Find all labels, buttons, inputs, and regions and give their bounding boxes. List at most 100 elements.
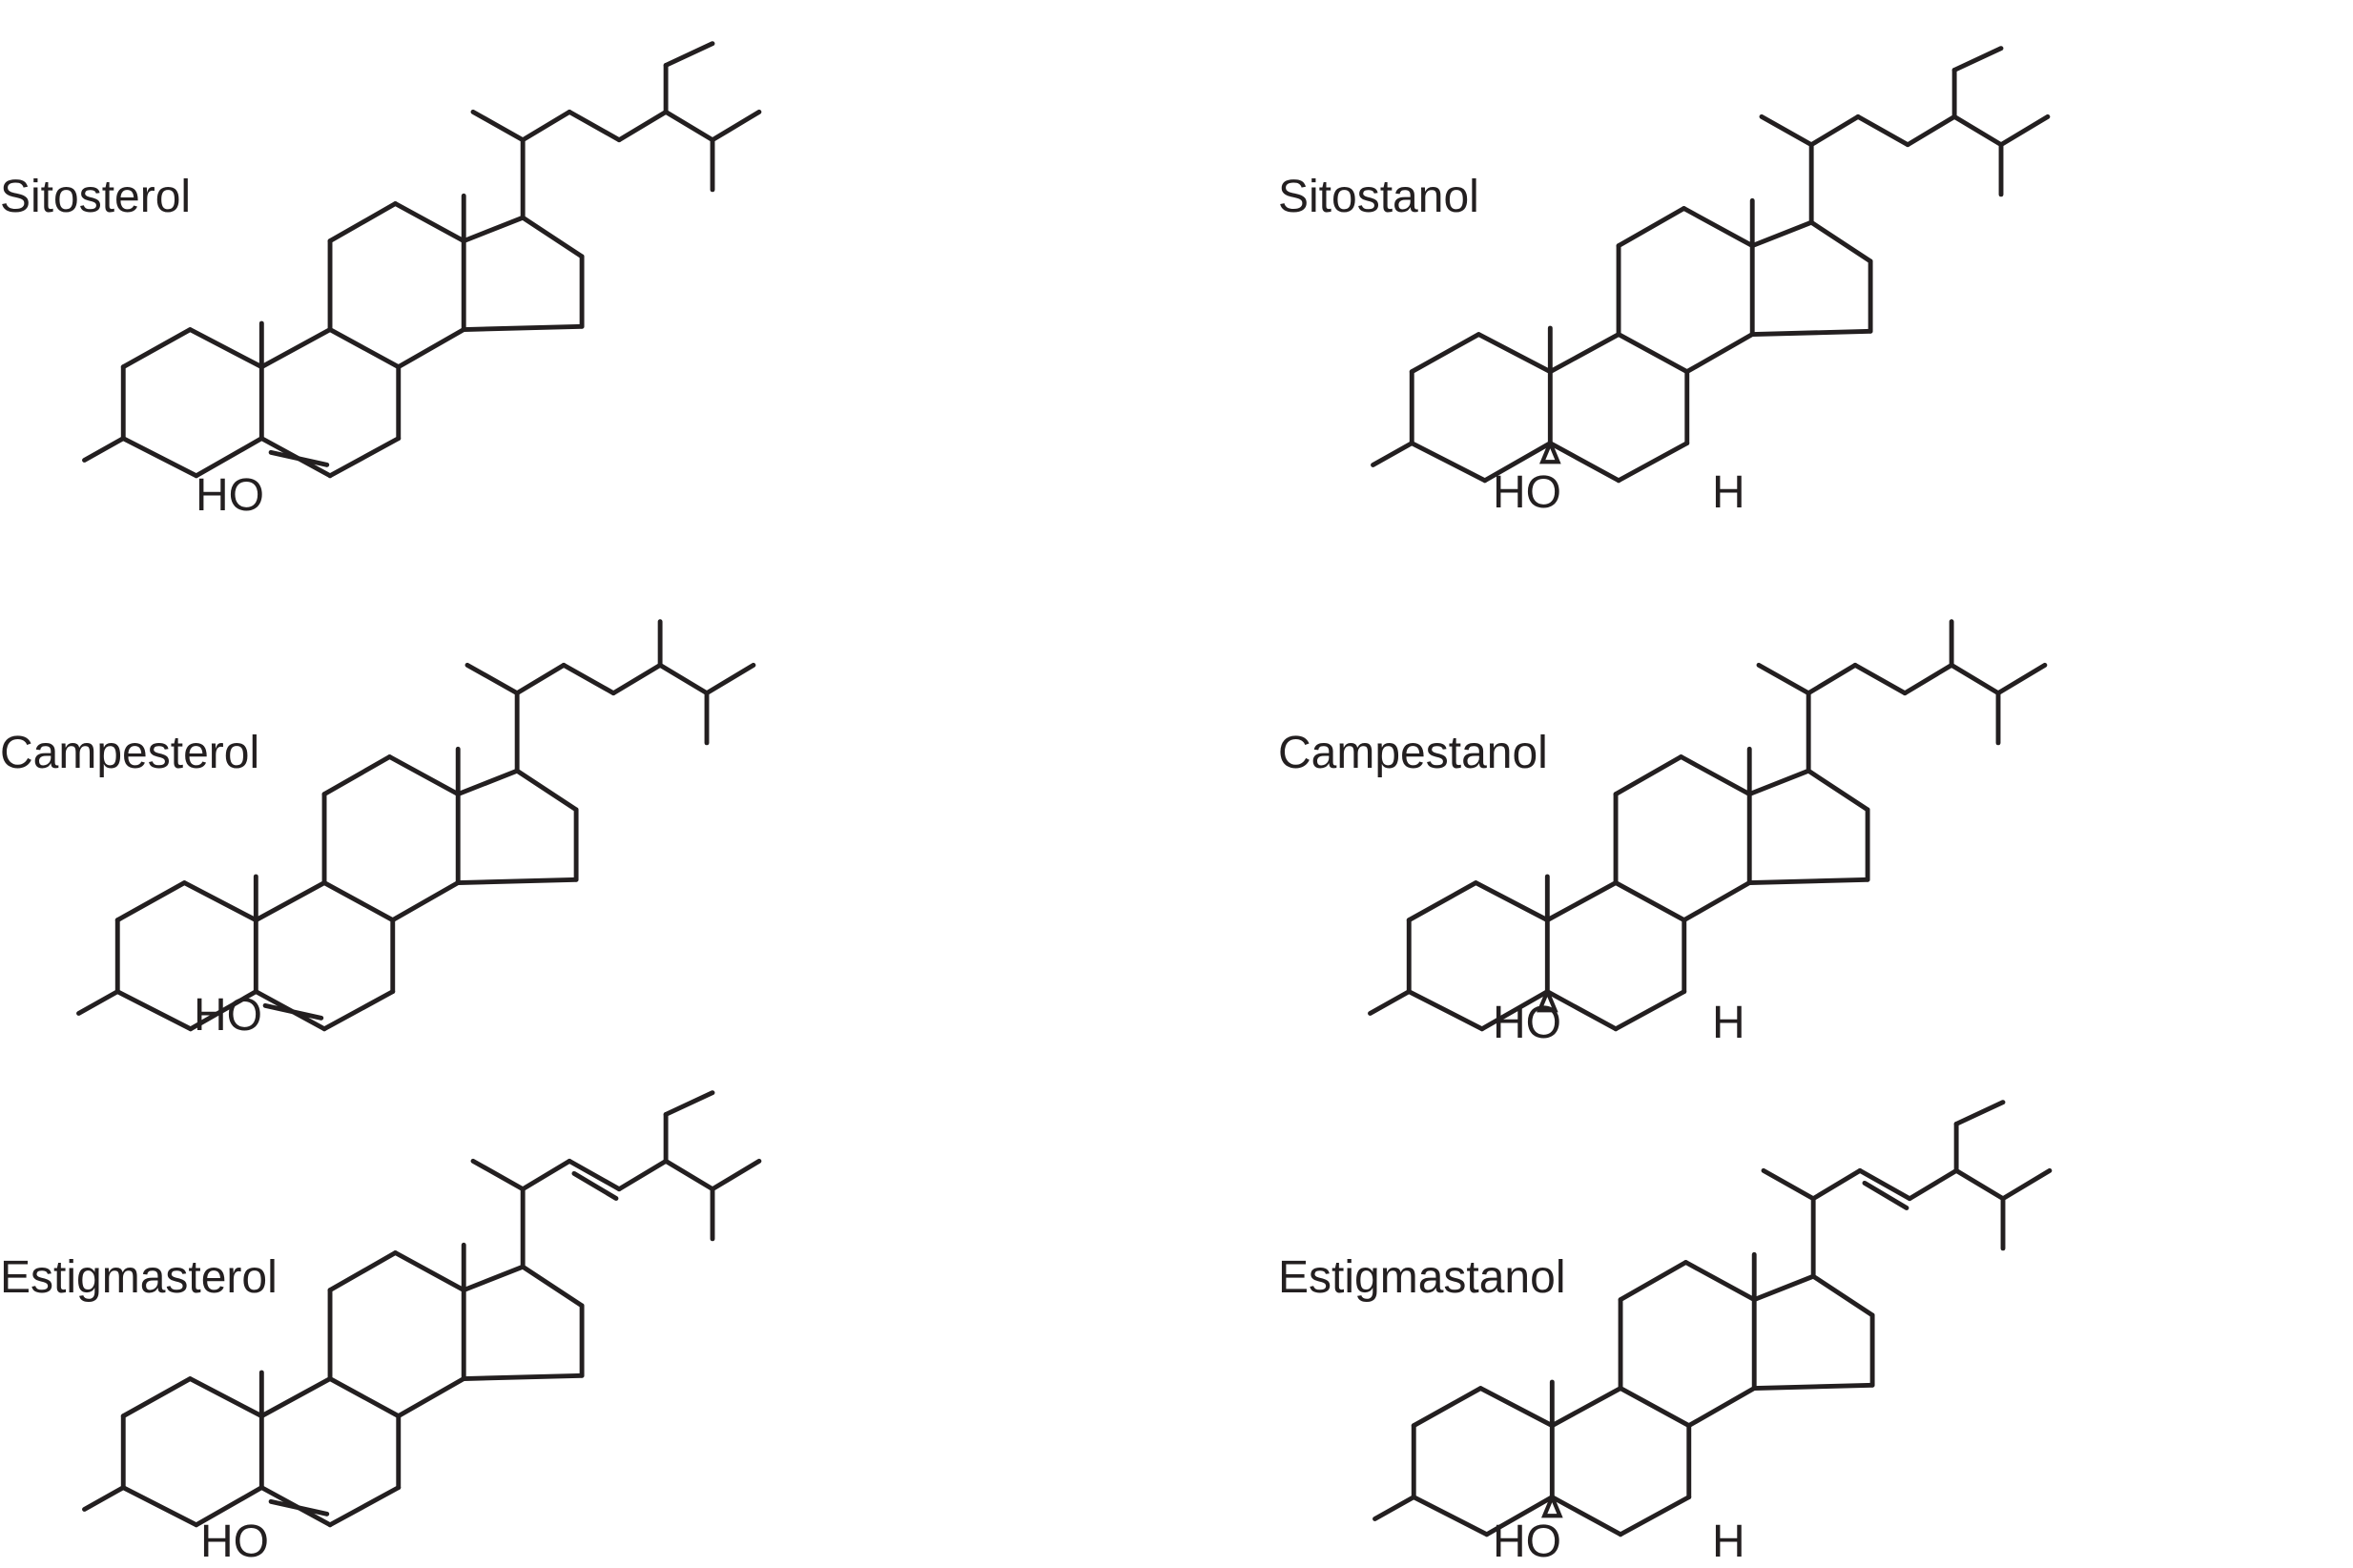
ring-b-bond [258, 1376, 333, 1419]
side-chain-bond [1810, 1167, 1863, 1202]
ring-b-bond [327, 436, 402, 479]
structure-estigmasterol: Estigmasterol HO [0, 1090, 762, 1567]
ring-d-bond [1808, 219, 1873, 264]
ring-a-bond [1476, 332, 1553, 375]
ethyl-bond [1953, 1100, 2006, 1126]
ring-d-bond [1746, 768, 1811, 797]
compound-name: Estigmasterol [0, 1252, 278, 1303]
ring-b-bond [321, 989, 396, 1032]
skeleton [82, 41, 762, 479]
side-chain-bond [1808, 113, 1861, 148]
molecule-drawing [76, 619, 756, 1032]
side-chain-bond [616, 109, 669, 143]
side-chain-bond [616, 1158, 669, 1192]
ring-a-bond [1479, 989, 1550, 1032]
ring-d-bond [1751, 1273, 1816, 1303]
isopropyl-bond [2000, 1167, 2053, 1202]
hydroxyl-label: HO [200, 1516, 269, 1567]
side-chain-bond [1902, 662, 1954, 696]
molecule-drawing [1373, 1100, 2053, 1537]
ring-b-bond [327, 327, 402, 370]
side-chain-bond [657, 662, 710, 696]
hydrogen-label: H [1712, 998, 1745, 1048]
double-bond [262, 1002, 324, 1021]
molecule-drawing [82, 41, 762, 479]
ring-d-bond [1746, 877, 1870, 886]
side-chain-bond [663, 109, 715, 143]
ring-a-bond [187, 327, 264, 370]
ring-b-bond [1544, 989, 1619, 1032]
hydroxyl-label: HO [1493, 1516, 1561, 1567]
ring-b-bond [258, 327, 333, 370]
side-chain-bond [1855, 113, 1910, 148]
ring-a-bond [1484, 1495, 1555, 1537]
side-chain-bond [1951, 113, 2004, 148]
ring-c-bond [390, 880, 461, 923]
hydrogen-label: H [1712, 1516, 1745, 1567]
isopropyl-bond [710, 1158, 762, 1192]
side-chain-bond [520, 1158, 572, 1192]
side-chain-double-bond [1862, 1180, 1909, 1210]
side-chain-bond [514, 662, 567, 696]
ring-c-bond [1684, 332, 1755, 375]
ring-c-bond [1686, 1386, 1757, 1429]
side-chain-bond [1907, 1167, 1959, 1202]
ethyl-bond [663, 41, 715, 68]
side-chain-bond [567, 109, 622, 143]
hydroxyl-label: HO [194, 990, 262, 1041]
ring-b-bond [1549, 1386, 1623, 1429]
ring-d-bond [1810, 1273, 1875, 1318]
ring-b-bond [1549, 1495, 1623, 1537]
alpha-hydrogen-wedge [1538, 438, 1561, 464]
ring-b-bond [1616, 332, 1690, 375]
side-chain-double-bond [571, 1170, 619, 1201]
side-chain-bond [663, 1158, 715, 1192]
ring-c-bond [1679, 754, 1752, 797]
side-chain-bond [561, 662, 616, 696]
ring-a-bond [1409, 441, 1488, 484]
ring-c-bond [396, 327, 466, 370]
ring-b-bond [1618, 1495, 1692, 1537]
ring-b-bond [1547, 441, 1621, 484]
ring-c-bond [1616, 206, 1686, 249]
ring-c-bond [387, 754, 461, 797]
ring-c-bond [393, 1250, 466, 1293]
structure-campesterol: Campesterol HO [0, 619, 756, 1041]
ethyl-bond [663, 1090, 715, 1117]
methyl-c21-bond [464, 662, 520, 696]
side-chain-bond [1806, 662, 1858, 696]
side-chain-bond [1857, 1167, 1912, 1202]
ring-d-bond [461, 1372, 585, 1382]
ring-b-bond [327, 1485, 402, 1528]
ring-a-bond [188, 989, 258, 1032]
alpha-hydrogen-wedge [1536, 986, 1558, 1013]
hydroxyl-label: HO [1493, 467, 1561, 518]
ring-d-bond [1806, 768, 1870, 813]
skeleton [82, 1090, 762, 1528]
ring-a-bond [194, 436, 264, 479]
ring-c-bond [327, 1250, 398, 1293]
ring-b-bond [253, 880, 327, 923]
methyl-c21-bond [1761, 1167, 1816, 1202]
double-bond [268, 1498, 330, 1516]
side-chain-bond [1905, 113, 1957, 148]
hydroxyl-label: HO [1493, 998, 1561, 1048]
ring-d-bond [520, 215, 585, 259]
ring-a-bond [120, 436, 199, 479]
structure-estigmastanol: Estigmastanol HO H [1278, 1100, 2053, 1567]
ring-c-bond [1682, 880, 1752, 923]
ring-b-bond [1547, 332, 1621, 375]
ring-c-bond [327, 201, 398, 244]
ring-b-bond [1613, 989, 1687, 1032]
hydroxyl-label: HO [196, 470, 264, 521]
methyl-c21-bond [1759, 113, 1814, 148]
isopropyl-bond [1995, 662, 2048, 696]
ring-d-bond [1751, 1382, 1875, 1392]
methyl-c21-bond [470, 1158, 526, 1192]
ring-c-bond [396, 1376, 466, 1419]
ring-a-bond [181, 880, 258, 923]
ring-d-bond [455, 877, 579, 886]
skeleton [76, 619, 756, 1032]
ring-a-bond [114, 989, 194, 1032]
isopropyl-bond [704, 662, 756, 696]
